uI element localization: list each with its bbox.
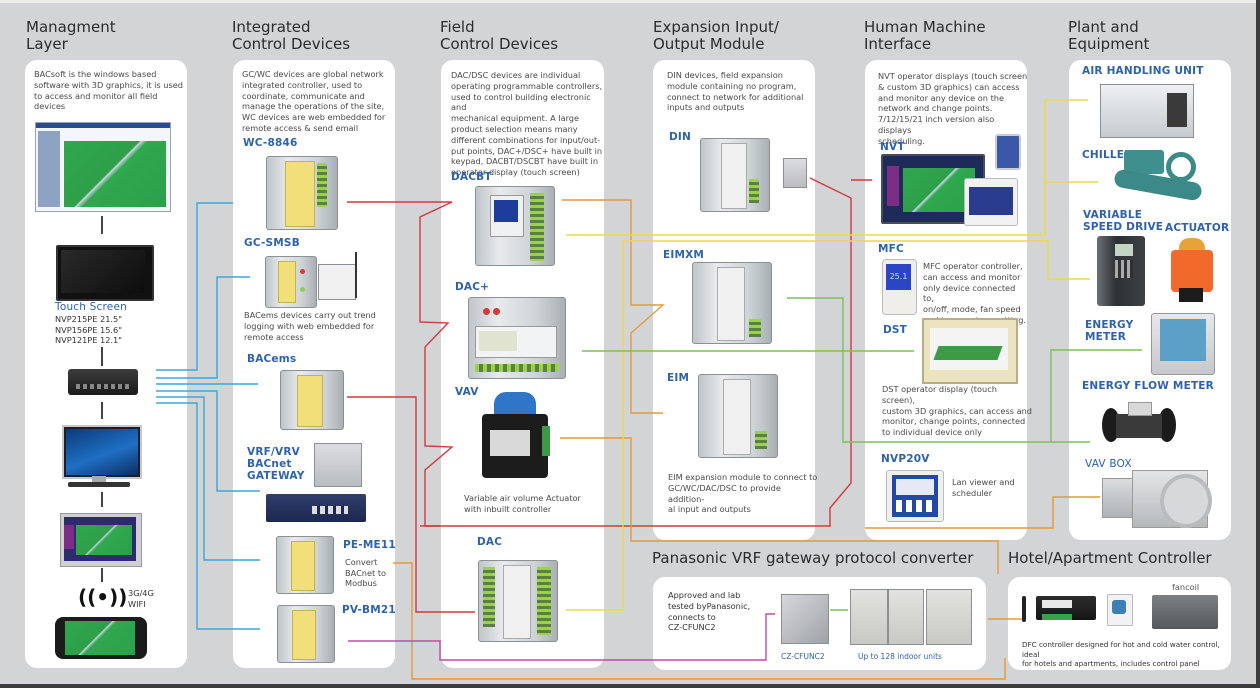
- vrf-gateway-label: VRF/VRV BACnet GATEWAY: [247, 446, 305, 482]
- vav-box-label: VAV BOX: [1085, 458, 1132, 470]
- ahu-device[interactable]: [1100, 84, 1194, 138]
- hmi-description: NVT operator displays (touch screen & cu…: [878, 71, 1028, 146]
- peme11-label: PE-ME11: [343, 539, 396, 551]
- mfc-description: MFC operator controller, can access and …: [923, 261, 1026, 325]
- fancoil-device[interactable]: [1152, 595, 1218, 629]
- management-description: BACsoft is the windows based software wi…: [34, 69, 183, 112]
- indoor-units-label: Up to 128 indoor units: [858, 652, 942, 661]
- eim-label: EIM: [667, 372, 690, 384]
- dst-label: DST: [883, 324, 908, 336]
- bacems-label: BACems: [247, 353, 297, 365]
- tablet-image: [60, 513, 142, 567]
- panasonic-description: Approved and lab tested byPanasonic, con…: [668, 590, 751, 633]
- field-description: DAC/DSC devices are individual operating…: [451, 70, 603, 178]
- nvt-label: NVT: [880, 141, 905, 153]
- expansion-description: DIN devices, field expansion module cont…: [667, 70, 804, 113]
- energy-meter-device[interactable]: [1151, 313, 1215, 375]
- dac-label: DAC: [477, 536, 503, 548]
- energy-flow-meter-device[interactable]: [1102, 402, 1176, 448]
- nvt-medium-display[interactable]: [964, 178, 1018, 226]
- vav-box-device[interactable]: [1102, 466, 1212, 528]
- bacems-description: BACems devices carry out trend logging w…: [244, 310, 376, 342]
- eim-device[interactable]: [698, 374, 778, 458]
- eimxm-label: EIMXM: [663, 249, 705, 261]
- nvp20v-description: Lan viewer and scheduler: [952, 477, 1015, 498]
- title-field-control-devices: Field Control Devices: [440, 18, 559, 53]
- antenna-icon: [355, 252, 357, 298]
- ahu-label: AIR HANDLING UNIT: [1082, 65, 1204, 77]
- title-management-layer: Managment Layer: [26, 18, 116, 53]
- nvt-small-display[interactable]: [995, 134, 1021, 170]
- dac-device[interactable]: [478, 560, 558, 642]
- wireless-icon: ((•)): [78, 585, 128, 609]
- dacplus-label: DAC+: [455, 281, 490, 293]
- title-panasonic-gateway: Panasonic VRF gateway protocol converter: [652, 549, 974, 567]
- din-label: DIN: [669, 131, 692, 143]
- gcsmsb-modem: [318, 264, 356, 300]
- wc8846-label: WC-8846: [243, 137, 298, 149]
- title-human-machine-interface: Human Machine Interface: [864, 18, 986, 53]
- dacbt-device[interactable]: [475, 186, 555, 266]
- title-plant-and-equipment: Plant and Equipment: [1068, 18, 1150, 53]
- actuator-label: ACTUATOR: [1165, 222, 1230, 234]
- eimxm-device[interactable]: [692, 262, 772, 344]
- vsd-device[interactable]: [1097, 236, 1145, 306]
- vsd-label: VARIABLE SPEED DRIVE: [1083, 209, 1164, 233]
- vrf-outdoor-units: [850, 589, 974, 645]
- touch-screen-image: [56, 245, 154, 301]
- energy-meter-label: ENERGY METER: [1085, 319, 1134, 343]
- mfc-display-value: 25.1: [886, 264, 911, 290]
- actuator-device[interactable]: [1169, 238, 1215, 304]
- gcsmsb-label: GC-SMSB: [244, 237, 300, 249]
- pvbm21-label: PV-BM21: [342, 604, 396, 616]
- bacsoft-screenshot: [35, 122, 171, 212]
- wc8846-device[interactable]: [266, 156, 338, 230]
- dfc-controller-device[interactable]: [1022, 592, 1100, 624]
- mfc-device[interactable]: 25.1: [882, 259, 917, 315]
- bacnet-gateway-device[interactable]: [266, 494, 366, 522]
- cz-cfunc2-device[interactable]: [781, 594, 829, 644]
- top-border: [0, 0, 1260, 3]
- vav-label: VAV: [455, 386, 479, 398]
- hotel-description: DFC controller designed for hot and cold…: [1022, 640, 1220, 668]
- dacplus-device[interactable]: [468, 297, 566, 379]
- integrated-description: GC/WC devices are global network integra…: [242, 69, 386, 133]
- cz-cfunc2-label: CZ-CFUNC2: [781, 652, 825, 661]
- chiller-label: CHILLER: [1082, 149, 1133, 161]
- pvbm21-device[interactable]: [277, 605, 335, 663]
- nvp20v-device[interactable]: [886, 470, 944, 522]
- chiller-device[interactable]: [1113, 148, 1204, 210]
- din-sensor-device[interactable]: [783, 158, 807, 188]
- desktop-pc-image: [62, 425, 142, 479]
- network-switch-image: [68, 369, 138, 395]
- fancoil-label: fancoil: [1172, 582, 1200, 592]
- dst-description: DST operator display (touch screen), cus…: [882, 384, 1032, 438]
- peme11-device[interactable]: [276, 536, 334, 594]
- wireless-label: 3G/4G WIFI: [128, 588, 154, 609]
- dacbt-label: DACBT: [451, 171, 492, 183]
- hotel-control-panel[interactable]: [1107, 594, 1133, 626]
- vav-description: Variable air volume Actuator with inbuil…: [464, 493, 581, 514]
- title-hotel-apartment-controller: Hotel/Apartment Controller: [1008, 549, 1212, 567]
- keyboard-image: [68, 482, 130, 487]
- energy-flow-meter-label: ENERGY FLOW METER: [1082, 380, 1214, 392]
- dst-device[interactable]: [922, 318, 1018, 384]
- title-integrated-control-devices: Integrated Control Devices: [232, 18, 351, 53]
- vrf-gateway-device[interactable]: [314, 443, 362, 487]
- mfc-label: MFC: [878, 243, 904, 255]
- touch-screen-label: Touch Screen: [55, 301, 127, 313]
- vav-actuator-device[interactable]: [480, 392, 552, 486]
- gcsmsb-device[interactable]: [265, 256, 317, 308]
- title-expansion-io-module: Expansion Input/ Output Module: [653, 18, 779, 53]
- nvp20v-label: NVP20V: [881, 453, 930, 465]
- smartphone-image: [55, 617, 147, 659]
- pc-stand: [92, 476, 106, 482]
- touch-screen-models: NVP215PE 21.5" NVP156PE 15.6" NVP121PE 1…: [55, 314, 122, 345]
- din-device[interactable]: [700, 138, 770, 212]
- peme11-description: Convert BACnet to Modbus: [345, 557, 387, 588]
- bacems-device[interactable]: [280, 370, 344, 430]
- eim-description: EIM expansion module to connect to GC/WC…: [668, 472, 818, 515]
